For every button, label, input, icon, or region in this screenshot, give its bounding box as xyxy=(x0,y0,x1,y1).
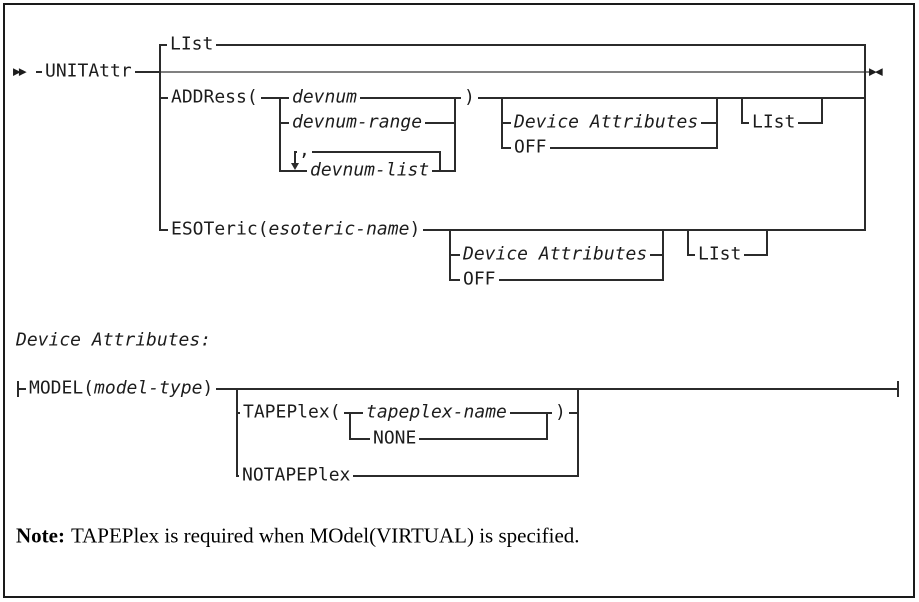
repeat-loop-left-vertical xyxy=(294,151,296,164)
off-keyword-a: OFF xyxy=(511,137,550,159)
diagram-border xyxy=(3,3,915,598)
devnum-group-left-vertical xyxy=(279,97,281,172)
fragment-heading: Device Attributes: xyxy=(16,329,212,351)
note-label: Note: xyxy=(16,523,65,548)
note-text: Note:TAPEPlex is required when MOdel(VIR… xyxy=(16,524,580,549)
tapeplex-name-variable: tapeplex-name xyxy=(363,402,510,424)
esoteric-keyword: ESOTeric(esoteric-name) xyxy=(168,218,424,241)
model-close: ) xyxy=(202,377,214,399)
end-arrows-icon: ▶◀ xyxy=(869,64,883,80)
repeat-loop-down-arrow-icon xyxy=(291,163,299,170)
start-arrows-icon: ▶▶ xyxy=(13,64,27,80)
list-keyword-a: LIst xyxy=(749,112,799,134)
right-branch-vertical xyxy=(864,44,866,231)
devnum-list-variable: devnum-list xyxy=(307,160,433,182)
esoteric-open: ESOTeric( xyxy=(171,218,269,240)
tapeplex-group-left-vertical xyxy=(236,388,238,477)
tapeplex-inner-right-vertical xyxy=(546,412,548,440)
list-opt-a-right-vertical xyxy=(821,97,823,124)
device-attributes-ref-e: Device Attributes xyxy=(460,244,651,266)
note-body: TAPEPlex is required when MOdel(VIRTUAL)… xyxy=(70,523,580,548)
tapeplex-keyword: TAPEPlex( xyxy=(240,402,344,424)
command-keyword: UNITAttr xyxy=(42,61,135,83)
tapeplex-close-paren: ) xyxy=(552,402,569,424)
da-group-a-off-line xyxy=(501,147,717,149)
list-opt-e-left-vertical xyxy=(687,229,689,256)
model-keyword: MODEL(model-type) xyxy=(26,377,217,400)
none-keyword: NONE xyxy=(370,428,420,450)
device-attributes-ref-a: Device Attributes xyxy=(511,112,702,134)
list-keyword-e: LIst xyxy=(695,244,745,266)
devnum-group-right-vertical xyxy=(454,97,456,172)
model-open: MODEL( xyxy=(29,377,95,399)
devnum-variable: devnum xyxy=(289,87,361,109)
fragment-start-tick xyxy=(17,381,19,397)
address-keyword: ADDRess( xyxy=(168,87,261,109)
esoteric-name-variable: esoteric-name xyxy=(268,218,410,240)
devnum-range-variable: devnum-range xyxy=(289,112,426,134)
left-branch-vertical xyxy=(159,44,161,231)
repeat-loop-right-vertical xyxy=(439,151,441,171)
esoteric-branch-line xyxy=(160,229,865,231)
off-keyword-e: OFF xyxy=(460,269,499,291)
address-branch-line xyxy=(160,97,865,99)
esoteric-close: ) xyxy=(409,218,421,240)
model-rail-line xyxy=(18,388,898,390)
list-opt-e-right-vertical xyxy=(766,229,768,256)
repeat-loop-top-line xyxy=(294,151,440,153)
fragment-end-tick xyxy=(897,381,899,397)
model-type-variable: model-type xyxy=(94,377,203,399)
tapeplex-group-right-vertical xyxy=(577,388,579,477)
none-line xyxy=(349,438,547,440)
list-branch-line xyxy=(160,44,865,46)
da-group-e-off-line xyxy=(449,279,663,281)
address-close-paren: ) xyxy=(461,87,478,109)
list-default-keyword: LIst xyxy=(167,34,217,56)
notapeplex-line xyxy=(236,475,578,477)
notapeplex-keyword: NOTAPEPlex xyxy=(239,465,354,487)
list-opt-a-left-vertical xyxy=(741,97,743,124)
repeat-separator: , xyxy=(297,139,312,162)
main-rail-line xyxy=(150,71,874,73)
tapeplex-inner-left-vertical xyxy=(349,412,351,440)
